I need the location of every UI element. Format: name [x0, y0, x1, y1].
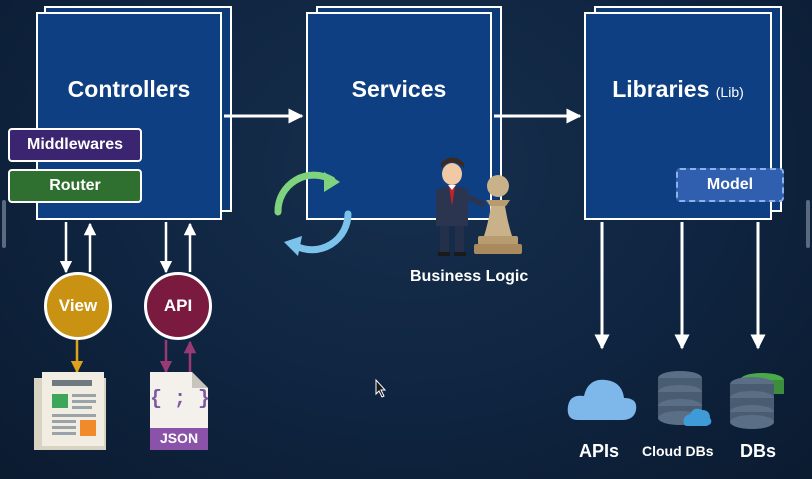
businessman-icon — [436, 157, 485, 256]
business-logic-caption: Business Logic — [410, 268, 529, 285]
cloud-dbs-caption: Cloud DBs — [642, 443, 714, 459]
cloud-database-icon — [658, 371, 712, 426]
database-icon — [730, 373, 784, 429]
newspaper-document-icon — [34, 372, 106, 450]
libraries-title: Libraries (Lib) — [586, 76, 770, 103]
libraries-title-text: Libraries — [612, 76, 710, 102]
cloud-icon — [567, 379, 637, 420]
json-file-icon — [150, 372, 208, 450]
controllers-title: Controllers — [67, 76, 191, 102]
dbs-caption: DBs — [740, 441, 777, 461]
api-node: API — [144, 272, 212, 340]
libraries-title-suffix: (Lib) — [715, 84, 744, 100]
left-scroll-edge[interactable] — [2, 200, 6, 248]
model-block: Model — [676, 168, 784, 202]
services-layer: Services — [306, 12, 492, 220]
router-block: Router — [8, 169, 142, 203]
refresh-cycle-icon — [274, 171, 352, 256]
json-label: JSON — [159, 430, 199, 446]
right-scroll-edge[interactable] — [806, 200, 810, 248]
middlewares-block: Middlewares — [8, 128, 142, 162]
chess-pawn-icon — [474, 175, 522, 254]
view-node: View — [44, 272, 112, 340]
apis-caption: APIs — [579, 441, 620, 461]
services-title: Services — [351, 76, 447, 102]
mouse-cursor-icon — [375, 378, 387, 398]
json-braces-text: { ; } — [150, 388, 211, 411]
